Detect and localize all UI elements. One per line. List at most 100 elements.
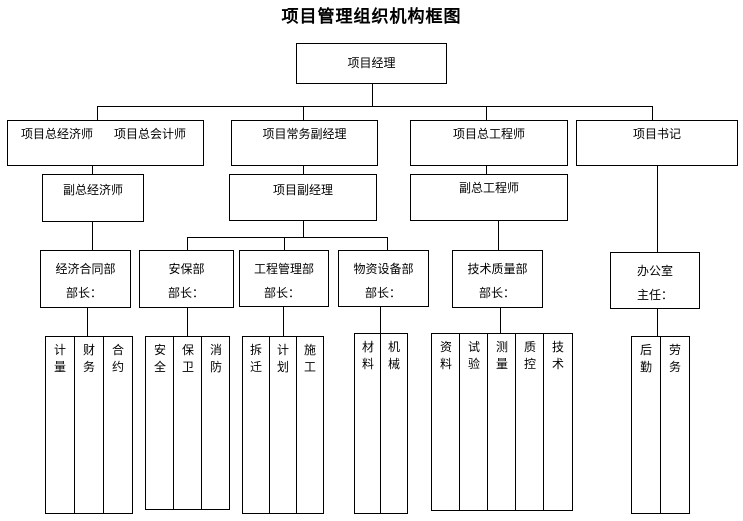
connector [284,237,285,250]
chief-economist-accountant-box: 项目总经济师 项目总会计师 [7,120,204,166]
chief-accountant-label: 项目总会计师 [114,127,187,141]
leaf-label: 技术 [552,340,565,371]
chief-economist-label: 项目总经济师 [21,127,94,141]
leaf-label: 财务 [83,343,96,374]
party-secretary-label: 项目书记 [632,127,681,141]
department-name: 技术质量部 [467,262,528,276]
leaf-label: 后勤 [640,343,653,374]
department-head: 部长： [479,286,516,300]
connector [92,166,93,174]
leaf-label: 机械 [388,340,401,371]
department-head: 部长： [365,286,402,300]
leaf-label: 试验 [468,340,481,371]
project-manager-box: 项目经理 [296,43,447,84]
leaf-unit: 劳务 [661,337,690,513]
connector [97,106,98,120]
vice-chief-engineer-box: 副总工程师 [410,174,568,221]
department-box: 经济合同部 部长： [40,250,131,308]
leaf-unit: 质控 [516,334,544,510]
connector [283,307,284,336]
leaf-unit: 测量 [488,334,516,510]
connector [387,237,388,250]
leaf-unit: 财务 [75,337,104,513]
connector [187,308,188,336]
leaf-label: 测量 [496,340,509,371]
executive-vice-manager-box: 项目常务副经理 [231,120,378,166]
leaf-group: 安全 保卫 消防 [145,336,230,510]
connector [187,237,188,250]
department-box: 工程管理部 部长： [239,250,329,307]
department-name: 物资设备部 [353,262,414,276]
connector [498,221,499,250]
connector [303,106,304,120]
connector [303,221,304,237]
connector [92,222,93,250]
vice-manager-label: 项目副经理 [272,183,333,197]
connector [486,106,487,120]
connector [380,307,381,333]
leaf-unit: 消防 [202,337,230,509]
department-head: 部长： [264,286,301,300]
leaf-unit: 安全 [146,337,174,509]
connector [87,308,88,336]
leaf-label: 资料 [440,340,453,371]
leaf-group: 拆迁 计划 施工 [242,336,324,514]
connector [652,106,653,120]
department-head: 主任： [637,288,674,302]
leaf-label: 劳务 [669,343,682,374]
connector [657,309,658,336]
connector [486,166,487,174]
leaf-unit: 后勤 [632,337,661,513]
leaf-unit: 合约 [104,337,133,513]
connector [657,166,658,252]
connector [372,84,373,106]
leaf-unit: 试验 [460,334,488,510]
leaf-label: 计划 [277,343,290,374]
department-box: 安保部 部长： [139,250,234,308]
vice-economist-label: 副总经济师 [62,183,123,197]
leaf-unit: 施工 [297,337,324,513]
connector [500,308,501,333]
leaf-label: 质控 [524,340,537,371]
executive-vice-manager-label: 项目常务副经理 [262,127,347,141]
department-name: 工程管理部 [253,262,314,276]
chief-engineer-label: 项目总工程师 [452,127,525,141]
leaf-unit: 计量 [46,337,75,513]
leaf-unit: 材料 [355,334,381,513]
leaf-group: 计量 财务 合约 [45,336,133,514]
leaf-label: 消防 [210,343,223,374]
leaf-group: 后勤 劳务 [631,336,690,514]
connector [187,237,387,238]
party-secretary-box: 项目书记 [576,120,738,166]
leaf-label: 拆迁 [250,343,263,374]
leaf-unit: 拆迁 [243,337,270,513]
leaf-group: 材料 机械 [354,333,408,514]
department-name: 经济合同部 [55,262,116,276]
department-name: 办公室 [636,264,673,278]
department-box: 技术质量部 部长： [452,250,543,308]
leaf-group: 资料 试验 测量 质控 技术 [431,333,573,511]
leaf-unit: 技术 [544,334,573,510]
leaf-label: 施工 [304,343,317,374]
leaf-unit: 资料 [432,334,460,510]
leaf-unit: 机械 [381,334,408,513]
vice-manager-box: 项目副经理 [229,174,377,221]
connector [97,106,652,107]
department-head: 部长： [66,286,103,300]
department-box: 物资设备部 部长： [338,250,429,307]
department-head: 部长： [168,286,205,300]
connector [303,166,304,174]
leaf-label: 合约 [112,343,125,374]
vice-economist-box: 副总经济师 [42,174,144,222]
chief-engineer-box: 项目总工程师 [410,120,568,166]
leaf-unit: 计划 [270,337,297,513]
leaf-label: 材料 [362,340,375,371]
leaf-label: 保卫 [182,343,195,374]
diagram-title: 项目管理组织机构框图 [281,7,462,27]
leaf-label: 安全 [154,343,167,374]
leaf-unit: 保卫 [174,337,202,509]
department-name: 安保部 [168,262,205,276]
department-box: 办公室 主任： [610,252,700,309]
project-manager-label: 项目经理 [347,56,396,70]
vice-chief-engineer-label: 副总工程师 [458,181,519,195]
